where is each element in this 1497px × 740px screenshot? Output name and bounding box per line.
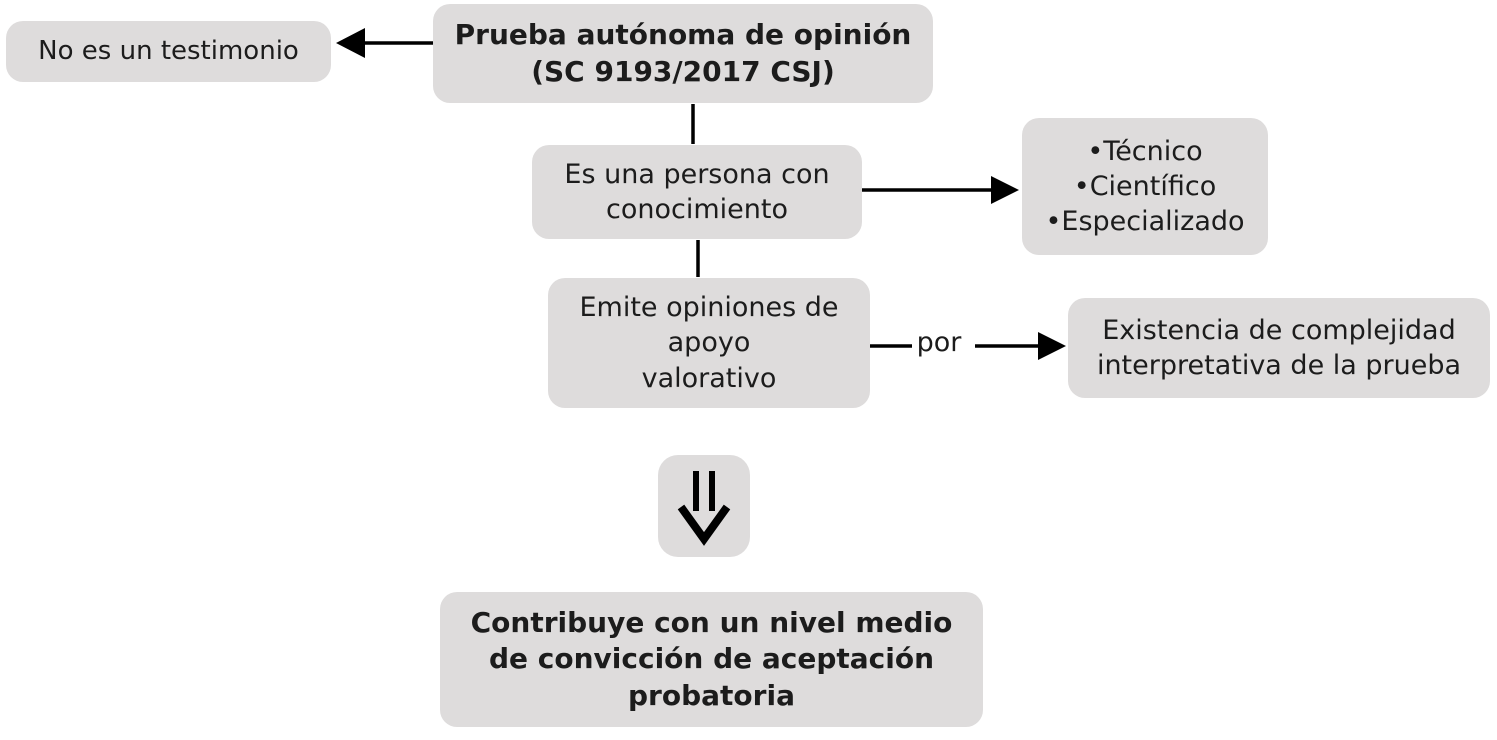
node-conclusion-label: Contribuye con un nivel medio de convicc… bbox=[470, 605, 953, 712]
double-down-arrow-icon bbox=[677, 471, 731, 546]
node-person-label: Es una persona con conocimiento bbox=[564, 158, 830, 225]
node-title-label: Prueba autónoma de opinión (SC 9193/2017… bbox=[454, 18, 912, 88]
node-knowledge-types: •Técnico •Científico •Especializado bbox=[1022, 118, 1268, 255]
connector-title-to-not-testimony bbox=[336, 28, 437, 58]
node-conclusion: Contribuye con un nivel medio de convicc… bbox=[440, 592, 983, 727]
node-complexity: Existencia de complejidad interpretativa… bbox=[1068, 298, 1490, 398]
node-opinions-label: Emite opiniones de apoyo valorativo bbox=[579, 292, 839, 394]
bullet-item-especializado: •Especializado bbox=[1045, 206, 1245, 238]
connector-person-to-knowledge bbox=[862, 176, 1019, 204]
node-complexity-label: Existencia de complejidad interpretativa… bbox=[1096, 314, 1462, 381]
node-not-testimony-label: No es un testimonio bbox=[38, 35, 299, 66]
node-opinions: Emite opiniones de apoyo valorativo bbox=[548, 278, 870, 408]
bullet-item-tecnico: •Técnico bbox=[1087, 135, 1203, 167]
node-title: Prueba autónoma de opinión (SC 9193/2017… bbox=[433, 4, 933, 103]
bullet-item-cientifico: •Científico bbox=[1073, 170, 1217, 202]
node-person: Es una persona con conocimiento bbox=[532, 145, 862, 239]
node-double-arrow bbox=[658, 455, 750, 557]
por-connector-label: por bbox=[916, 327, 962, 358]
node-not-testimony: No es un testimonio bbox=[6, 21, 331, 82]
